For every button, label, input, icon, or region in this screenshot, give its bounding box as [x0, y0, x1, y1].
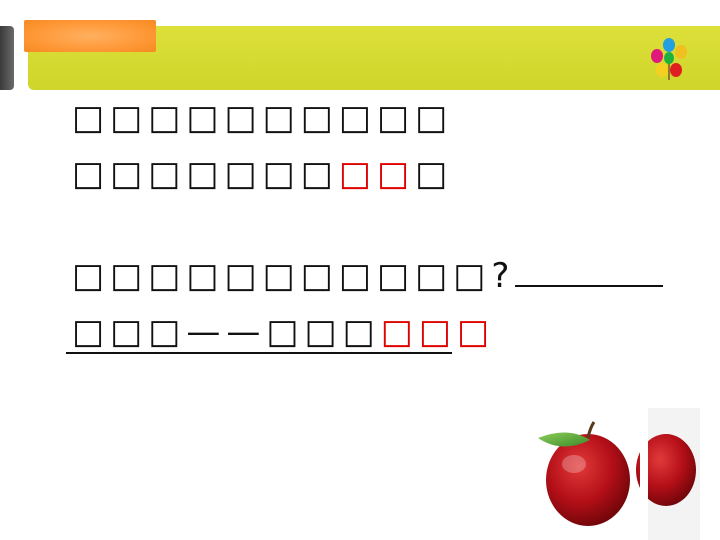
balloons-logo-icon	[651, 38, 687, 80]
line4-text-red: □□□	[380, 312, 496, 352]
text-line-4: □□□——□□□□□□	[72, 312, 495, 352]
line2-text-red: □□	[338, 154, 416, 194]
line1-text: □□□□□□□□□□	[72, 98, 454, 138]
line2-text-b: □	[415, 154, 454, 194]
text-line-1: □□□□□□□□□□	[72, 98, 453, 138]
line2-text-a: □□□□□□□	[72, 154, 339, 194]
line3-text: □□□□□□□□□□□?	[72, 256, 516, 296]
apple-image	[518, 408, 700, 540]
line4-underline	[66, 352, 452, 354]
text-line-3: □□□□□□□□□□□?	[72, 256, 664, 296]
line4-text-a: □□□——□□□	[72, 312, 381, 352]
text-line-2: □□□□□□□□□□	[72, 154, 453, 194]
answer-blank	[515, 257, 664, 287]
title-tab	[24, 20, 156, 52]
left-accent-bar	[0, 26, 14, 90]
